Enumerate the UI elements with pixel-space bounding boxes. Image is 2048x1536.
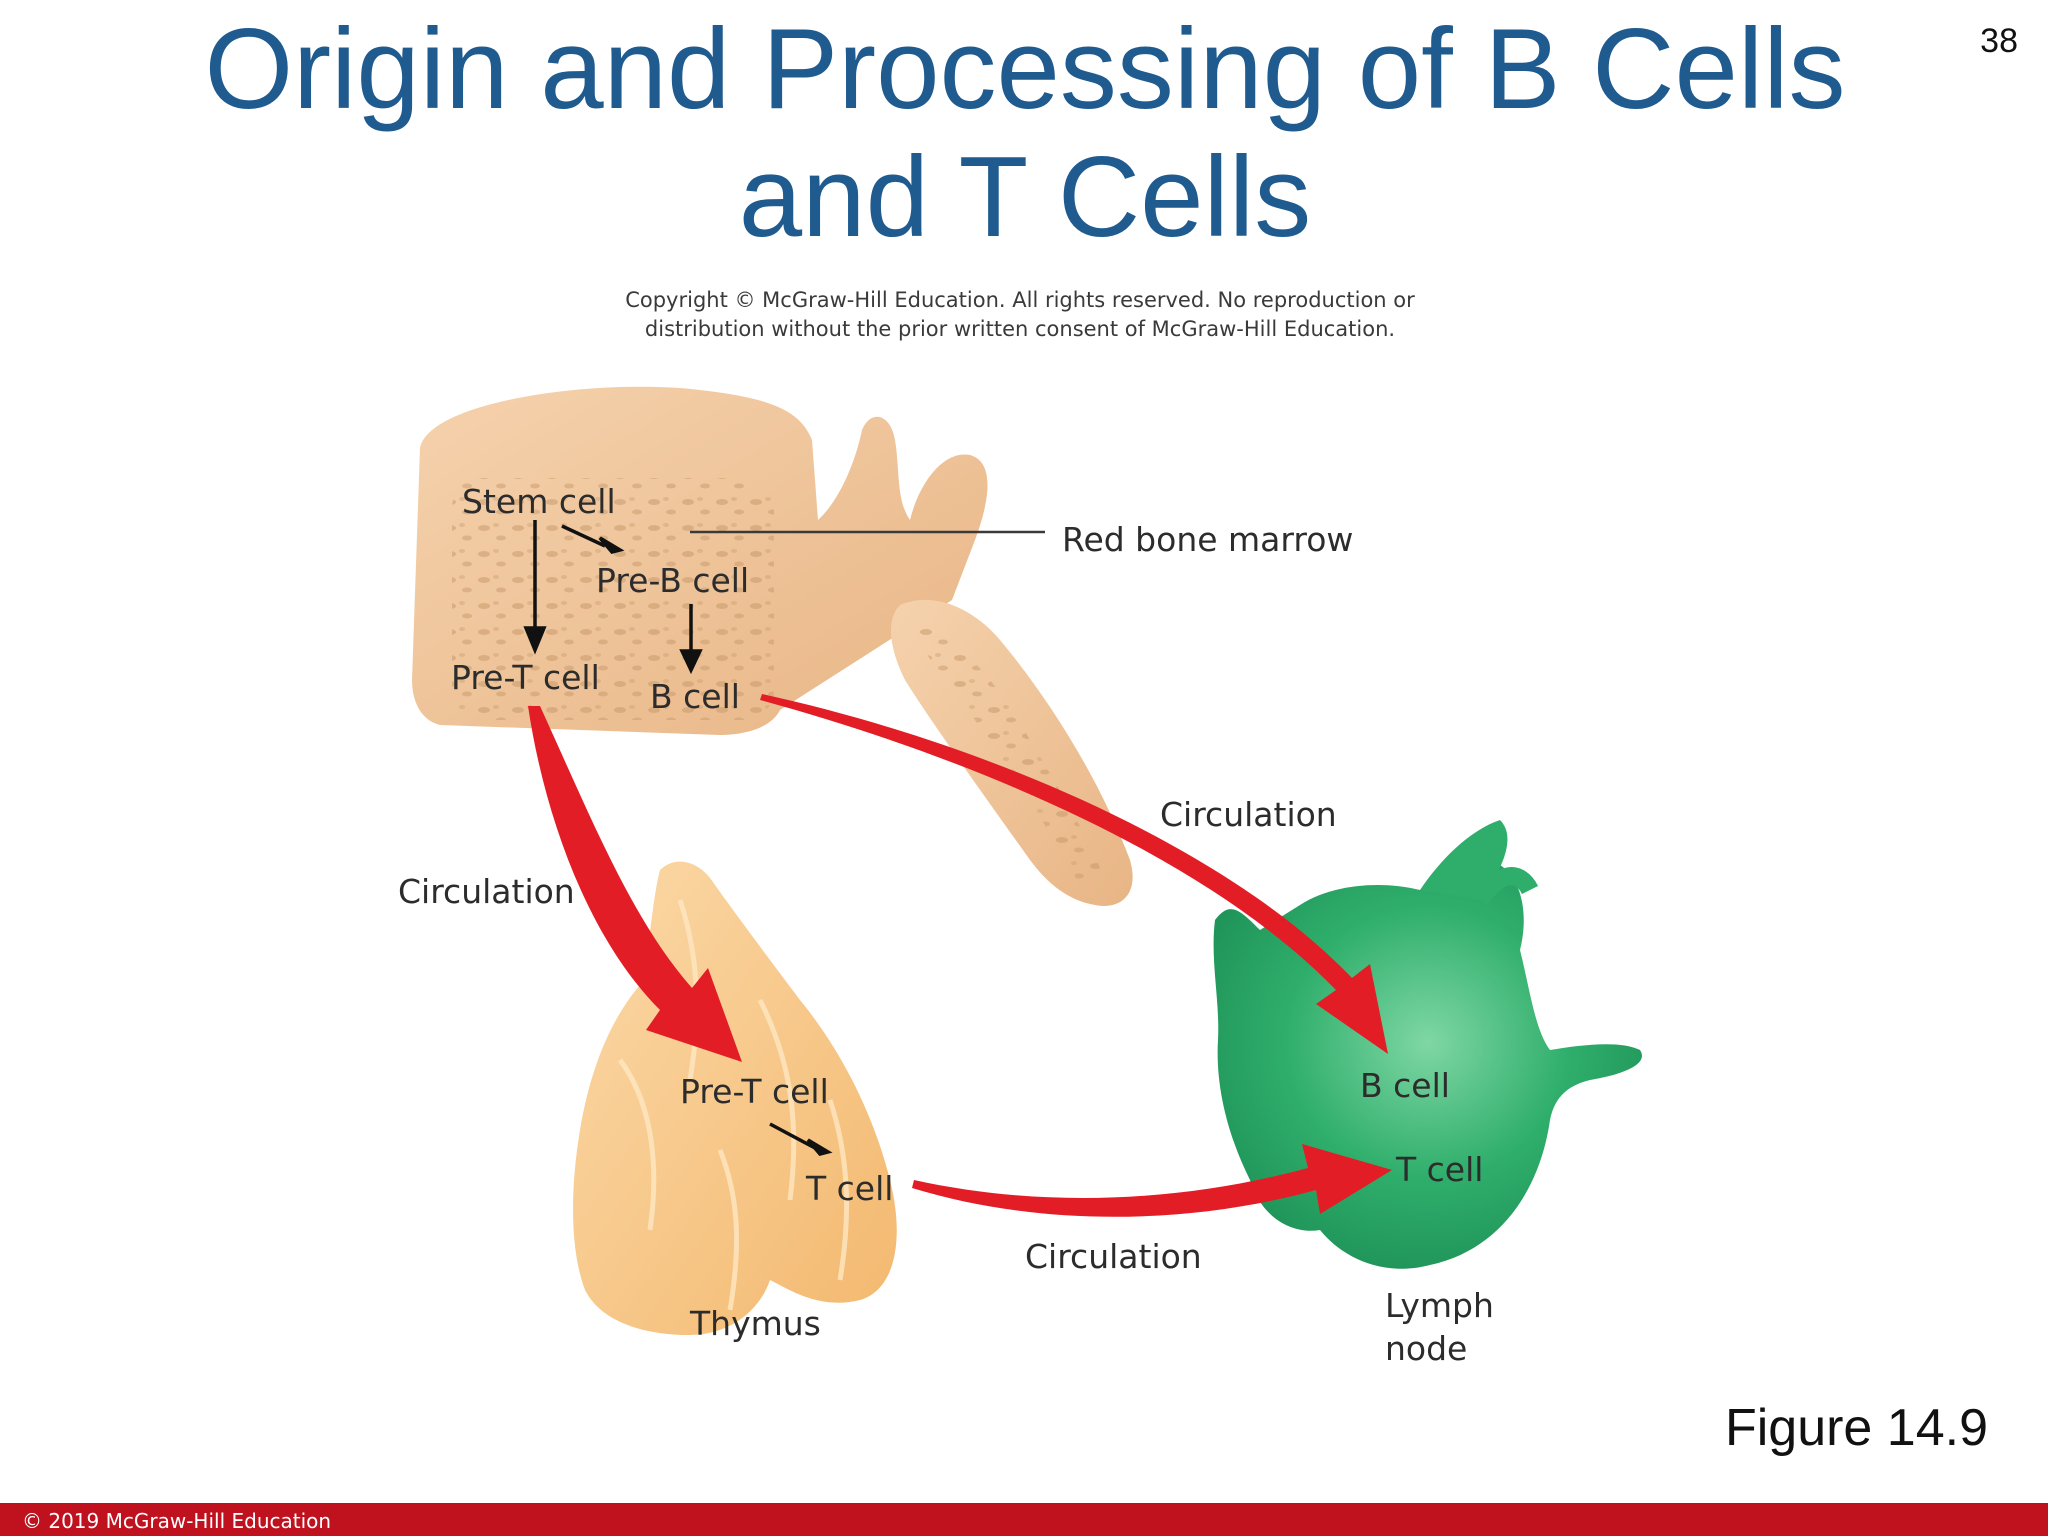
slide-number: 38	[1980, 22, 2018, 60]
label-red-bone-marrow: Red bone marrow	[1062, 520, 1353, 559]
title-line-1: Origin and Processing of B Cells	[204, 6, 1846, 133]
label-circulation-left: Circulation	[398, 872, 575, 911]
label-b-cell-marrow: B cell	[650, 677, 740, 716]
label-pre-t-cell-marrow: Pre-T cell	[451, 658, 600, 697]
thymus-small-arrow	[769, 1122, 833, 1156]
copyright-line-1: Copyright © McGraw-Hill Education. All r…	[625, 288, 1415, 312]
label-t-cell-node: T cell	[1395, 1150, 1483, 1189]
label-thymus: Thymus	[689, 1304, 821, 1343]
title-line-2: and T Cells	[738, 134, 1312, 261]
label-b-cell-node: B cell	[1360, 1066, 1450, 1105]
label-circulation-right: Circulation	[1160, 795, 1337, 834]
label-circulation-bottom: Circulation	[1025, 1237, 1202, 1276]
label-pre-t-cell-thymus: Pre-T cell	[680, 1072, 829, 1111]
circulation-arrows	[528, 694, 1392, 1217]
arrow-marrow-to-thymus	[528, 706, 742, 1062]
arrow-thymus-to-node	[912, 1144, 1392, 1217]
footer-copyright: © 2019 McGraw-Hill Education	[22, 1509, 332, 1533]
label-stem-cell: Stem cell	[462, 482, 616, 521]
label-node: node	[1385, 1329, 1467, 1368]
label-t-cell-thymus: T cell	[805, 1169, 893, 1208]
copyright-line-2: distribution without the prior written c…	[644, 317, 1396, 341]
slide-title: Origin and Processing of B Cells and T C…	[120, 6, 1930, 262]
footer-bar: © 2019 McGraw-Hill Education	[0, 1503, 2048, 1536]
figure-label: Figure 14.9	[1724, 1399, 1988, 1457]
label-lymph: Lymph	[1385, 1286, 1494, 1325]
marrow-arrows	[523, 520, 703, 675]
copyright-note: Copyright © McGraw-Hill Education. All r…	[560, 286, 1480, 344]
label-pre-b-cell: Pre-B cell	[596, 561, 749, 600]
lymph-node-organ	[1213, 820, 1642, 1269]
vertebra-bone	[412, 386, 1133, 906]
